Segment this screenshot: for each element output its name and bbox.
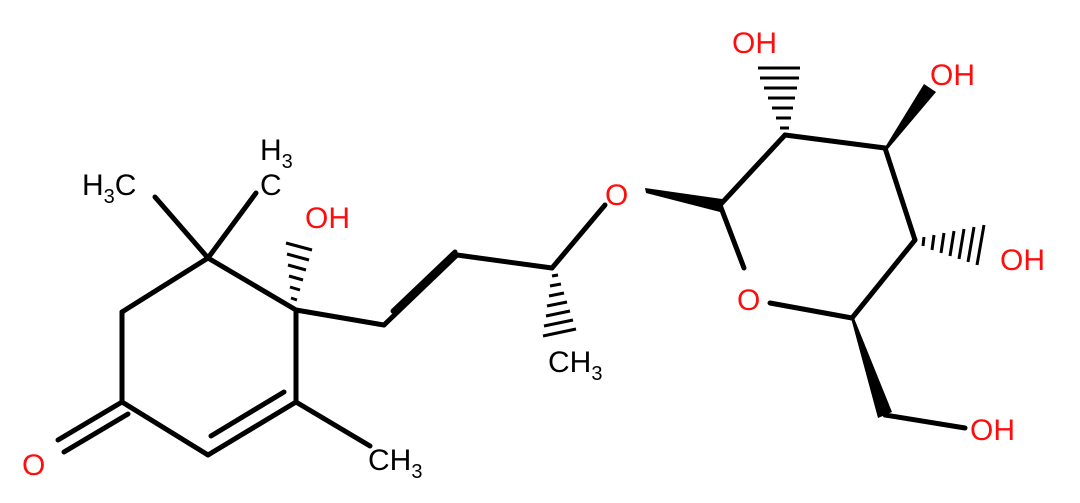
methyl-subscript: 3 [104, 186, 115, 208]
hash [957, 228, 966, 260]
bond [152, 194, 211, 261]
hash [548, 291, 565, 298]
glycosidic-oxygen-label: O [605, 179, 628, 212]
bond-double-inner [208, 389, 287, 439]
hash [930, 234, 936, 251]
bond [849, 237, 918, 321]
hash [975, 224, 986, 266]
hash [290, 296, 298, 302]
wedge [645, 188, 722, 212]
ketone-oxygen-label: O [22, 449, 45, 482]
methyl-label: H3C [82, 169, 136, 208]
methyl-subscript: 3 [282, 151, 293, 173]
hash [542, 327, 577, 338]
wedge [884, 84, 936, 150]
bond [717, 132, 788, 208]
hydroxyl-label: OH [732, 27, 777, 60]
hydroxyl-label: OH [1000, 244, 1045, 277]
bond-double-inner [390, 249, 458, 314]
hash [543, 318, 574, 328]
bond [119, 399, 211, 458]
bond [293, 307, 387, 328]
hashed-bonds [285, 66, 986, 338]
hash [545, 309, 571, 318]
wedge [851, 318, 892, 418]
bond [882, 412, 968, 431]
bond [549, 202, 608, 271]
hash [285, 241, 313, 252]
bond-double-inner [61, 411, 131, 455]
methyl-label: CH3 [368, 444, 422, 483]
methyl-label: H3 [260, 134, 293, 173]
hash [939, 232, 946, 254]
hydroxyl-label: OH [305, 202, 350, 235]
bond [55, 399, 125, 443]
methyl-h: H [260, 134, 282, 167]
wedge-bonds [645, 84, 936, 418]
bond [767, 300, 855, 321]
hash [948, 230, 956, 257]
hydroxyl-label: OH [970, 414, 1015, 447]
hydroxyl-label: OH [930, 59, 975, 92]
bond [454, 252, 555, 271]
bond [882, 145, 918, 243]
hash [546, 300, 568, 308]
hash [287, 263, 307, 272]
bond [782, 132, 888, 151]
ring-bonds [55, 132, 968, 458]
methyl-subscript: 3 [591, 363, 602, 385]
methyl-subscript: 3 [411, 461, 422, 483]
methyl-label: CH3 [548, 346, 602, 385]
hash [551, 273, 559, 278]
methyl-h: H [82, 169, 104, 202]
bond [205, 399, 299, 458]
hash [286, 252, 310, 262]
hash [549, 282, 562, 288]
bond [205, 255, 299, 313]
bond [293, 399, 373, 449]
ring-oxygen-label: O [737, 284, 760, 317]
bond [717, 202, 747, 271]
hash [966, 226, 976, 263]
methyl-ch: CH [368, 444, 411, 477]
bond [119, 255, 211, 315]
bond [381, 252, 460, 328]
hash [921, 236, 926, 247]
hash [289, 285, 301, 292]
hash [288, 274, 304, 282]
methyl-ch: CH [548, 346, 591, 379]
bond [205, 190, 259, 261]
methyl-carbon-label: C [260, 169, 282, 202]
methyl-c: C [115, 169, 137, 202]
